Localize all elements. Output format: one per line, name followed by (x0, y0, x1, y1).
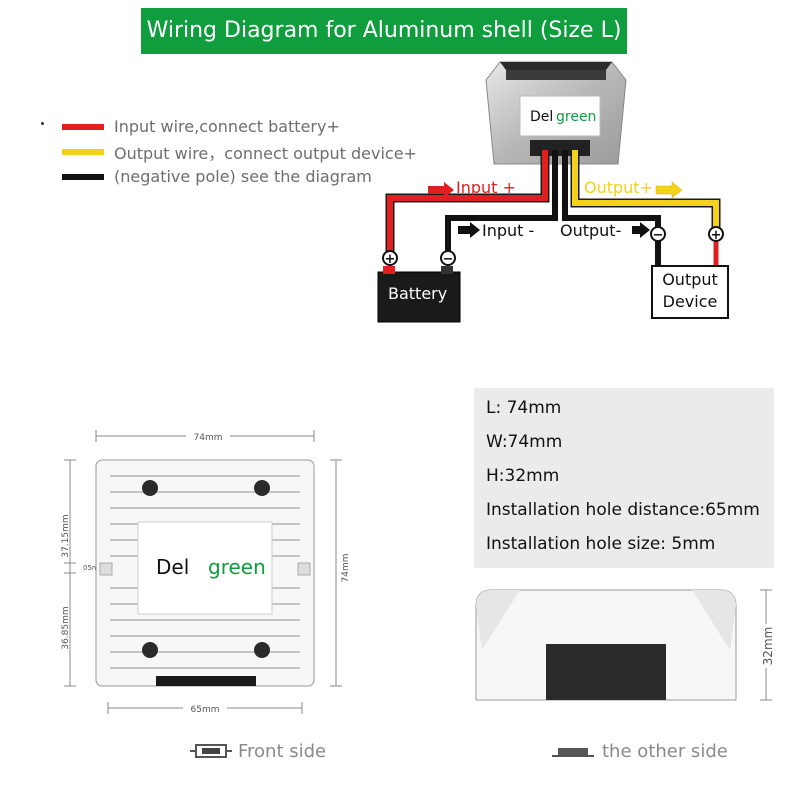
red-wire-swatch (62, 123, 104, 130)
module-label (519, 95, 601, 137)
front-brand-suffix: green (208, 555, 266, 579)
output-plus-arrow-icon (655, 181, 683, 199)
side-housing (475, 589, 737, 701)
input-plus-wire (387, 150, 548, 252)
top-offset-dimension: 37.15mm (61, 514, 71, 557)
input-minus-label: Input - (482, 221, 534, 240)
spec-height: H:32mm (486, 466, 560, 486)
front-side-caption: Front side (238, 741, 327, 762)
input-plus-label: Input + (456, 178, 516, 197)
device-plus-terminal-icon (708, 226, 724, 242)
diagram-title: Wiring Diagram for Aluminum shell (Size … (141, 8, 627, 54)
battery-minus-terminal-icon (440, 250, 456, 266)
device-minus-terminal-icon (650, 226, 666, 242)
battery-plus-terminal-icon (382, 250, 398, 266)
width-dimension: 74mm (194, 433, 223, 443)
spec-width: W:74mm (486, 432, 563, 452)
legend-item: Output wire，connect output device+ (40, 139, 417, 164)
output-device-line2: Device (663, 292, 718, 311)
height-dimension: 74mm (341, 554, 351, 583)
converter-module: Del green (485, 61, 627, 165)
plus-symbol: + (385, 252, 396, 267)
input-plus-arrow-icon (428, 182, 454, 198)
front-housing: Del green (95, 459, 315, 687)
hole-size-dimension: 05mm (83, 564, 106, 572)
legend-label: Input wire,connect battery+ (114, 117, 340, 136)
input-minus-arrow-icon (458, 222, 480, 238)
spec-hole-distance: Installation hole distance:65mm (486, 500, 760, 520)
specs-panel: L: 74mm W:74mm H:32mm Installation hole … (474, 388, 774, 568)
other-side-caption: the other side (602, 741, 728, 762)
output-plus-wire (572, 150, 719, 232)
plus-symbol: + (711, 228, 722, 243)
minus-symbol: − (443, 252, 454, 267)
spec-hole-size: Installation hole size: 5mm (486, 534, 716, 554)
module-brand-suffix: green (556, 109, 596, 125)
legend-label: (negative pole) see the diagram (114, 167, 372, 186)
bottom-offset-dimension: 36.85mm (61, 606, 71, 649)
black-wire-swatch (62, 173, 104, 180)
output-device-line1: Output (662, 270, 718, 289)
wire-legend: Input wire,connect battery+ Output wire，… (40, 114, 417, 189)
side-height-dimension: 32mm (761, 627, 775, 666)
minus-symbol: − (653, 228, 664, 243)
yellow-wire-swatch (62, 148, 104, 155)
legend-item: (negative pole) see the diagram (40, 164, 417, 189)
input-minus-wire (445, 150, 558, 252)
spec-length: L: 74mm (486, 398, 562, 418)
bullet-dot (41, 122, 44, 125)
legend-item: Input wire,connect battery+ (40, 114, 417, 139)
legend-label: Output wire，connect output device+ (114, 143, 417, 163)
output-device: Output Device (651, 265, 729, 319)
hole-distance-dimension: 65mm (191, 705, 220, 715)
battery: Battery (377, 266, 461, 323)
output-minus-wire (562, 150, 661, 268)
front-side-icon (190, 744, 232, 758)
battery-label: Battery (388, 284, 447, 303)
output-minus-label: Output- (560, 221, 621, 240)
module-brand-prefix: Del (530, 109, 553, 125)
output-minus-arrow-icon (632, 222, 650, 238)
other-side-icon (552, 748, 594, 757)
output-plus-label: Output+ (584, 178, 653, 197)
front-brand-prefix: Del (156, 555, 189, 579)
